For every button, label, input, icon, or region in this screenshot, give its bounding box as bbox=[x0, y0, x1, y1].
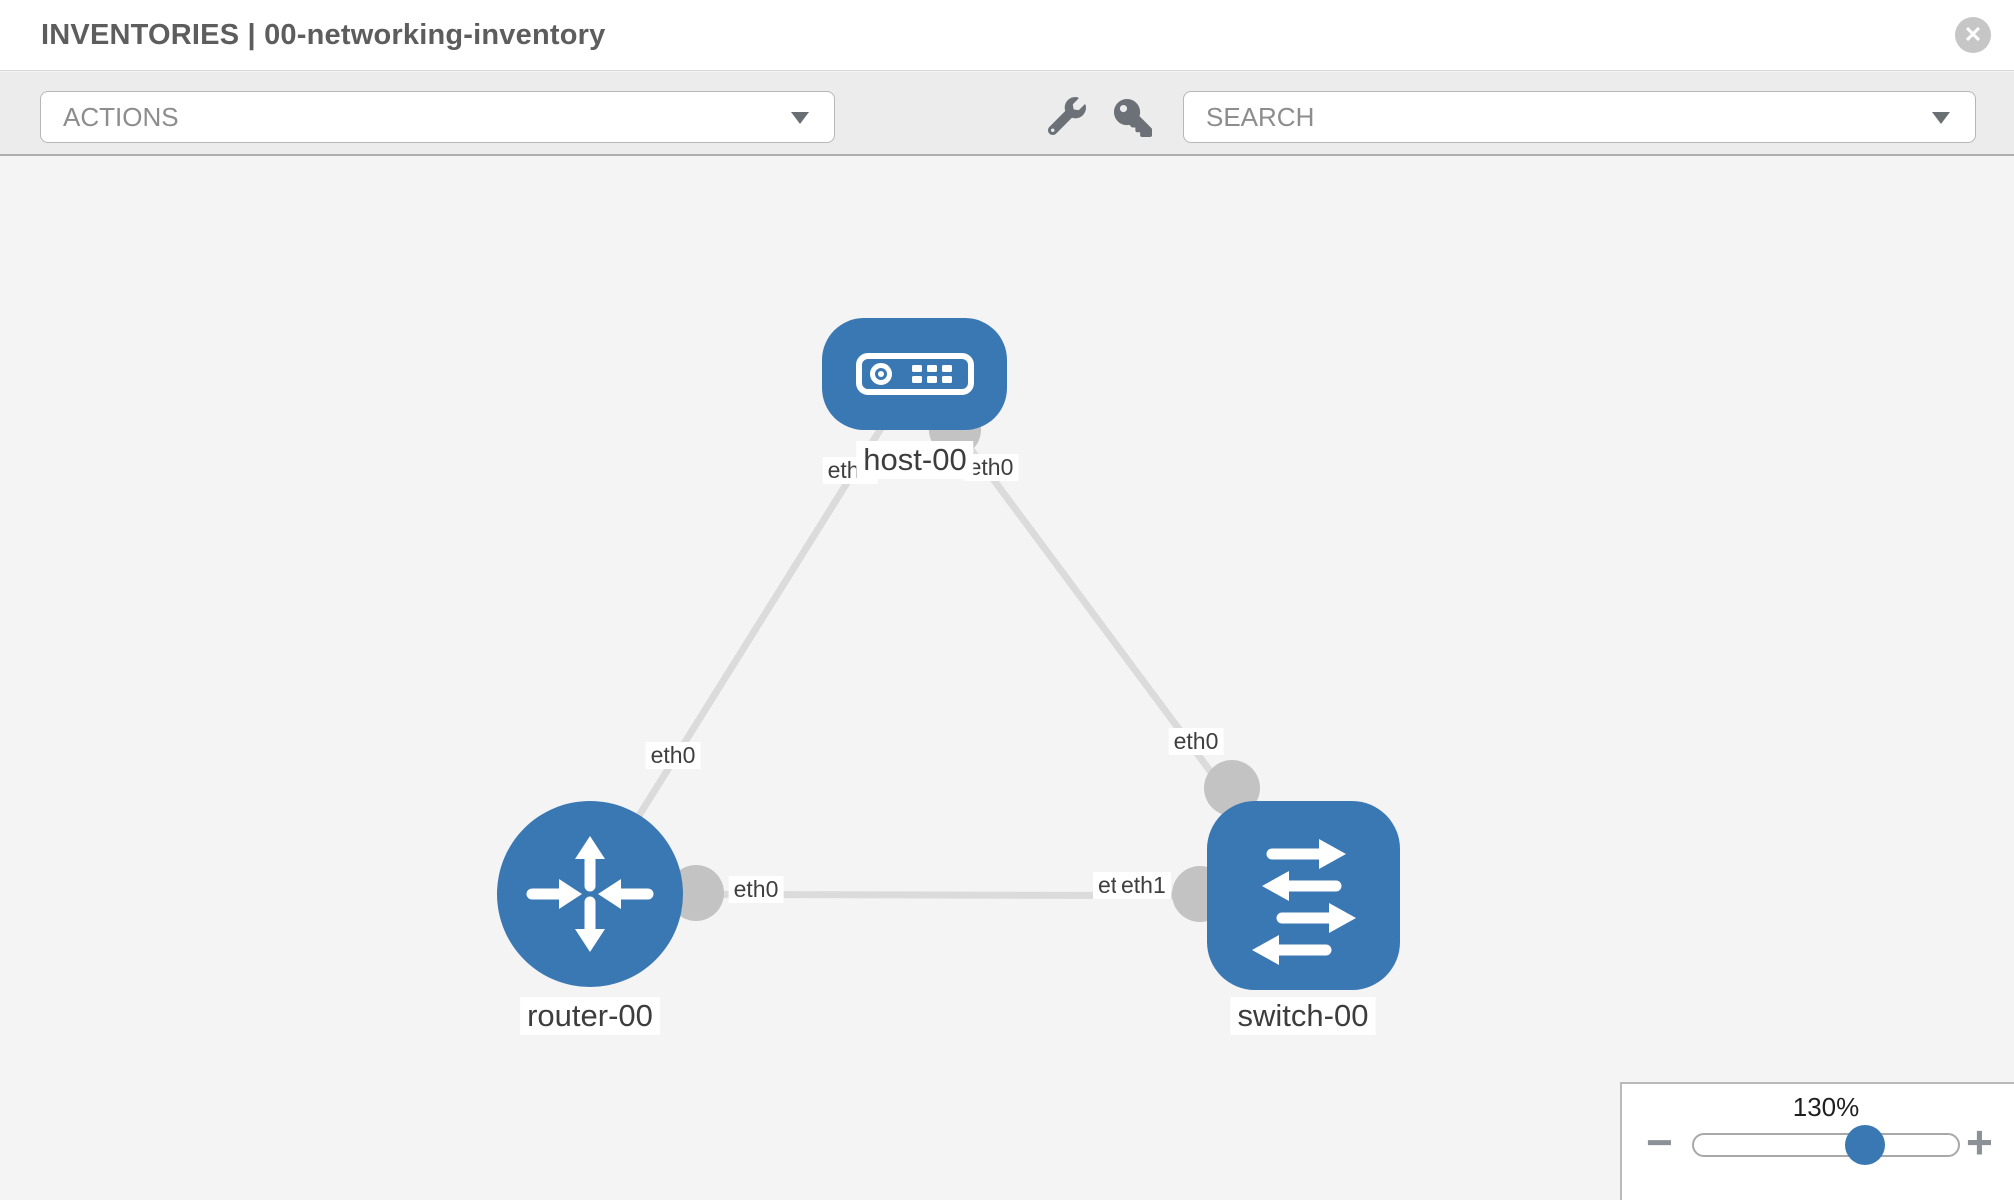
chevron-down-icon bbox=[791, 112, 809, 124]
node-label-switch: switch-00 bbox=[1230, 997, 1376, 1035]
zoom-slider-knob[interactable] bbox=[1845, 1125, 1885, 1165]
wrench-icon[interactable] bbox=[1047, 97, 1086, 136]
links-layer bbox=[587, 371, 1306, 922]
iface-label-host-to-switch: eth0 bbox=[963, 454, 1019, 481]
zoom-out-button[interactable]: − bbox=[1646, 1116, 1673, 1168]
actions-dropdown-label: ACTIONS bbox=[63, 102, 179, 132]
iface-label-router-to-host: eth0 bbox=[645, 742, 701, 769]
search-dropdown[interactable]: SEARCH bbox=[1183, 91, 1976, 143]
toolbar: ACTIONS SEARCH bbox=[0, 72, 2014, 156]
zoom-level-value: 130% bbox=[1792, 1092, 1860, 1122]
chevron-down-icon bbox=[1932, 112, 1950, 124]
zoom-slider-track[interactable] bbox=[1692, 1133, 1960, 1157]
node-label-router: router-00 bbox=[520, 997, 660, 1035]
iface-label-switch-to-router: eth1 bbox=[1116, 872, 1171, 899]
router-icon bbox=[526, 836, 654, 952]
switch-icon bbox=[1251, 838, 1356, 965]
actions-dropdown[interactable]: ACTIONS bbox=[40, 91, 835, 143]
zoom-in-button[interactable]: + bbox=[1966, 1116, 1993, 1168]
node-switch-00[interactable] bbox=[1207, 801, 1400, 990]
node-label-host: host-00 bbox=[856, 441, 974, 479]
node-router-00[interactable] bbox=[497, 801, 683, 987]
search-dropdown-label: SEARCH bbox=[1206, 102, 1315, 132]
close-icon[interactable]: ✕ bbox=[1955, 17, 1991, 53]
topology-canvas[interactable]: host-00 router-00 switch-00 eth0 eth0 et… bbox=[0, 158, 2014, 1200]
header-bar: INVENTORIES | 00-networking-inventory ✕ bbox=[0, 0, 2014, 71]
node-host-00[interactable] bbox=[822, 318, 1007, 430]
host-icon bbox=[855, 353, 974, 395]
key-icon[interactable] bbox=[1114, 99, 1152, 137]
iface-label-switch-to-host: eth0 bbox=[1168, 728, 1224, 755]
page-title: INVENTORIES | 00-networking-inventory bbox=[41, 19, 606, 51]
iface-label-router-to-switch: eth0 bbox=[728, 876, 784, 903]
zoom-control-panel: 130% − + bbox=[1620, 1082, 2014, 1200]
